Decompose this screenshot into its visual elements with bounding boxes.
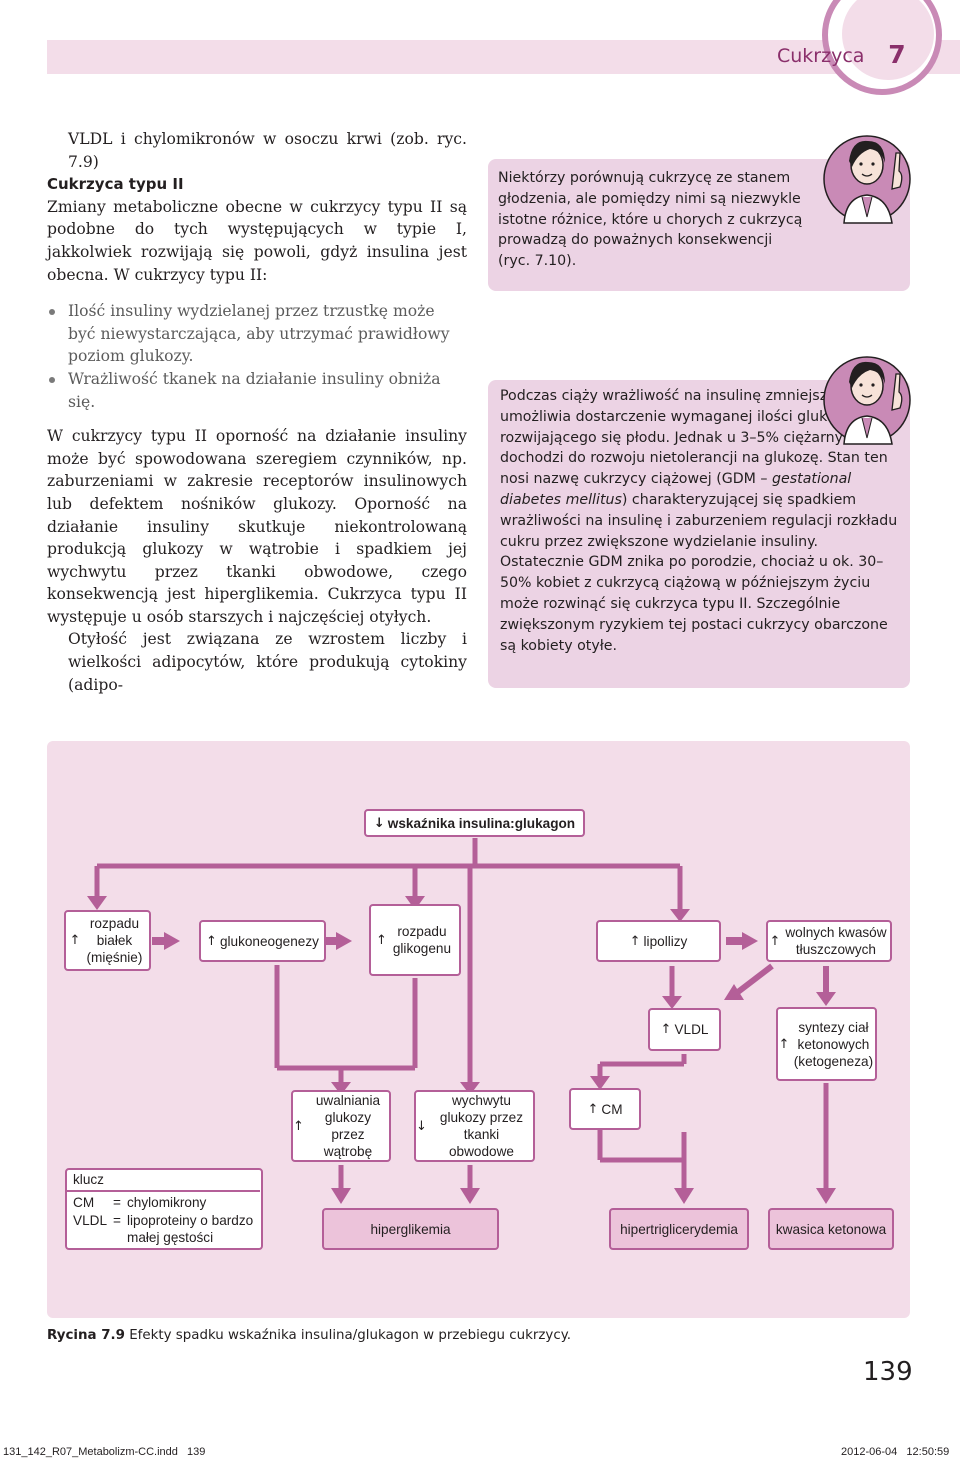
print-slug-file: 131_142_R07_Metabolizm-CC.indd 139 <box>3 1446 206 1458</box>
up-arrow-icon: ↑ <box>206 933 217 949</box>
paragraph-obesity: Otyłość jest związana ze wzrostem liczby… <box>68 630 467 694</box>
node-ketoacidosis: kwasica ketonowa <box>768 1208 894 1250</box>
node-label: VLDL <box>674 1022 709 1037</box>
list-item: Ilość insuliny wydzielanej przez trzustk… <box>47 300 467 368</box>
sidebox-text-a: Podczas ciąży wrażliwość na insulinę zmn… <box>500 388 888 488</box>
sidebox-gestational-diabetes: Podczas ciąży wrażliwość na insulinę zmn… <box>488 380 910 688</box>
up-arrow-icon: ↑ <box>293 1118 304 1134</box>
node-glycogen-breakdown: ↑ rozpadu glikogenu <box>369 904 461 976</box>
sidebox-text-b: ) charakteryzującej się spadkiem wrażliw… <box>500 491 898 654</box>
node-label: rozpadu białek (mięśnie) <box>86 916 143 965</box>
node-label: CM <box>601 1101 623 1117</box>
node-peripheral-glucose-uptake: ↓ wychwytu glukozy przez tkanki obwodowe <box>414 1090 535 1162</box>
list-item: Wrażliwość tkanek na działanie insuliny … <box>47 368 467 413</box>
node-free-fatty-acids: ↑wolnych kwasów tłuszczowych <box>766 920 892 962</box>
paragraph-insulin-resistance: W cukrzycy typu II oporność na działanie… <box>47 427 467 626</box>
key-row: VLDL = lipoproteiny o bardzo małej gęstośc… <box>73 1212 259 1246</box>
key-abbr: VLDL <box>73 1213 108 1228</box>
node-label: kwasica ketonowa <box>775 1221 887 1237</box>
node-label: glukoneogenezy <box>219 933 319 949</box>
chapter-title: Cukrzyca <box>777 45 865 67</box>
key-eq: = <box>113 1195 121 1210</box>
node-lipolysis: ↑lipollizy <box>596 920 721 962</box>
key-def: chylomikrony <box>127 1195 207 1210</box>
node-insulin-glucagon-ratio: ↓wskaźnika insulina:glukagon <box>364 809 585 837</box>
node-label: wychwytu glukozy przez tkanki obwodowe <box>439 1093 523 1159</box>
figure-caption: Rycina 7.9 Efekty spadku wskaźnika insul… <box>47 1328 571 1343</box>
paragraph-type2-intro: Zmiany metaboliczne obecne w cukrzycy ty… <box>47 197 467 284</box>
node-label: hipertriglicerydemia <box>620 1221 738 1237</box>
caption-text: Efekty spadku wskaźnika insulina/glukago… <box>129 1328 571 1343</box>
down-arrow-icon: ↓ <box>373 815 385 831</box>
print-slug-timestamp: 2012-06-04 12:50:59 <box>841 1446 950 1458</box>
node-gluconeogenesis: ↑glukoneogenezy <box>199 920 326 962</box>
up-arrow-icon: ↑ <box>778 1036 790 1052</box>
sidebox-text: Podczas ciąży wrażliwość na insulinę zmn… <box>500 386 898 656</box>
header-band <box>47 40 960 74</box>
node-hepatic-glucose-release: ↑ uwalniania glukozy przez wątrobę <box>291 1090 391 1162</box>
node-label: hiperglikemia <box>370 1221 451 1237</box>
down-arrow-icon: ↓ <box>416 1118 427 1134</box>
node-protein-breakdown: ↑ rozpadu białek (mięśnie) <box>64 910 151 971</box>
node-hypertriglyceridemia: hipertriglicerydemia <box>609 1208 749 1250</box>
node-ketone-synthesis: ↑syntezy ciał ketonowych (ketogeneza) <box>776 1007 877 1081</box>
page-number: 139 <box>863 1357 913 1387</box>
key-eq: = <box>113 1213 121 1228</box>
chapter-disc <box>842 0 934 80</box>
sidebox-text-italic: gestational diabetes mellitus <box>500 471 852 508</box>
main-column: VLDL i chylomikronów w osoczu krwi (zob.… <box>47 128 467 696</box>
figure-key: klucz CM = chylomikrony VLDL = lipoproteiny … <box>65 1168 263 1250</box>
doctor-avatar-icon <box>823 356 911 445</box>
node-vldl: ↑VLDL <box>648 1008 721 1051</box>
section-title: Cukrzyca typu II <box>47 175 184 194</box>
node-label: wskaźnika insulina:glukagon <box>387 815 576 831</box>
sidebox-text: Niektórzy porównują cukrzycę ze stanem g… <box>498 170 803 270</box>
key-def: lipoproteiny o bardzo małej gęstości <box>127 1213 254 1245</box>
node-hyperglycemia: hiperglikemia <box>322 1208 499 1250</box>
node-label: lipollizy <box>643 933 688 949</box>
key-abbr: CM <box>73 1195 95 1210</box>
up-arrow-icon: ↑ <box>769 933 781 949</box>
node-label: wolnych kwasów tłuszczowych <box>785 925 887 957</box>
node-chylomicrons: ↑CM <box>569 1088 641 1130</box>
paragraph-continued: VLDL i chylomikronów w osoczu krwi (zob.… <box>68 130 467 171</box>
up-arrow-icon: ↑ <box>376 932 387 948</box>
caption-label: Rycina 7.9 <box>47 1328 125 1343</box>
up-arrow-icon: ↑ <box>587 1101 599 1117</box>
key-title: klucz <box>73 1172 104 1187</box>
key-row: CM = chylomikrony <box>73 1194 206 1211</box>
node-label: rozpadu glikogenu <box>392 924 452 956</box>
key-divider <box>67 1190 260 1192</box>
node-label: syntezy ciał ketonowych (ketogeneza) <box>793 1019 874 1069</box>
doctor-avatar-icon <box>823 135 911 224</box>
chapter-number: 7 <box>888 40 906 69</box>
bullet-list: Ilość insuliny wydzielanej przez trzustk… <box>47 300 467 413</box>
up-arrow-icon: ↑ <box>660 1022 672 1037</box>
node-label: uwalniania glukozy przez wątrobę <box>315 1093 381 1159</box>
up-arrow-icon: ↑ <box>69 933 81 948</box>
up-arrow-icon: ↑ <box>629 933 641 949</box>
